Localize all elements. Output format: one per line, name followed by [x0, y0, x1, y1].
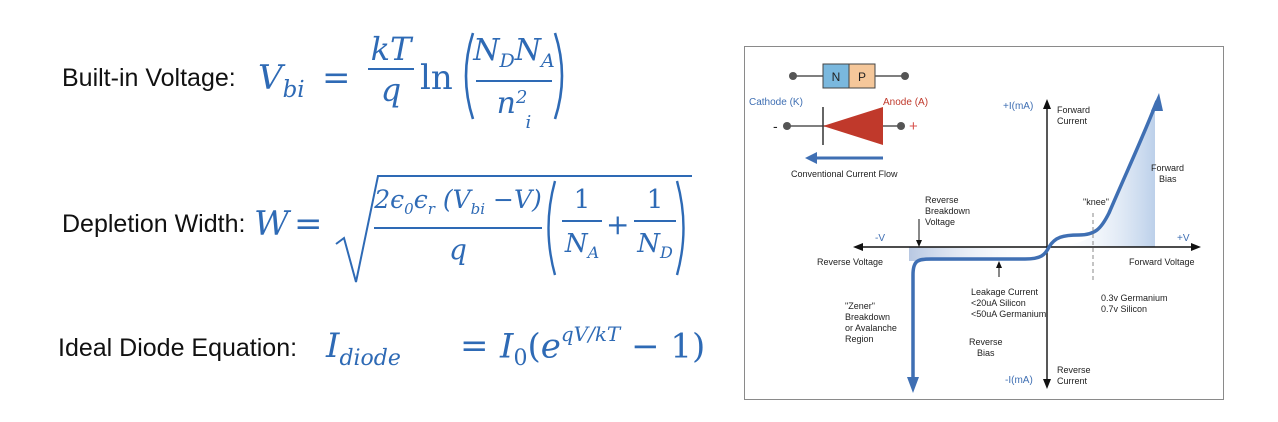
depletion-paren-left	[547, 180, 557, 276]
leakage-line3: <50uA Germanium	[971, 309, 1046, 319]
neg-v-label: -V	[875, 233, 885, 244]
forward-bias-line2: Bias	[1159, 174, 1177, 184]
reverse-current-line2: Current	[1057, 376, 1088, 386]
forward-bias-shading	[1049, 107, 1155, 247]
depletion-lhs: W	[254, 204, 289, 244]
anode-plus: +	[909, 118, 918, 135]
forward-current-line1: Forward	[1057, 105, 1090, 115]
builtin-kt-over-q: kT q	[368, 30, 414, 110]
depletion-paren-right	[675, 180, 685, 276]
reverse-breakdown-line1: Reverse	[925, 195, 959, 205]
current-flow-label: Conventional Current Flow	[791, 169, 898, 179]
reverse-voltage-label: Reverse Voltage	[817, 257, 883, 267]
forward-curve-arrow	[1151, 93, 1163, 111]
depletion-one-over-nd: 1 ND	[634, 180, 676, 275]
depletion-width-label: Depletion Width:	[62, 210, 246, 238]
depletion-equals: =	[294, 204, 323, 244]
reverse-bias-line1: Reverse	[969, 337, 1003, 347]
axes	[853, 99, 1201, 389]
knee-label: "knee"	[1083, 197, 1109, 207]
builtin-paren-right	[553, 32, 564, 120]
p-label: P	[858, 70, 866, 84]
depletion-plus: +	[606, 208, 630, 241]
anode-label: Anode (A)	[883, 97, 928, 108]
n-label: N	[832, 70, 841, 84]
reverse-current-line1: Reverse	[1057, 365, 1091, 375]
reverse-bias-line2: Bias	[977, 348, 995, 358]
builtin-equals: =	[322, 58, 351, 98]
diode-iv-diagram: N P Cathode (K) Anode (A) - + Convention…	[744, 46, 1224, 400]
ideal-rhs: I0((eeqV/kT − 1)	[500, 322, 706, 372]
silicon-label: 0.7v Silicon	[1101, 304, 1147, 314]
iv-curve	[911, 100, 1159, 385]
germanium-label: 0.3v Germanium	[1101, 293, 1168, 303]
sqrt-radical-icon	[335, 175, 692, 283]
reverse-breakdown-line2: Breakdown	[925, 206, 970, 216]
cathode-label: Cathode (K)	[749, 97, 803, 108]
diode-iv-svg: N P Cathode (K) Anode (A) - + Convention…	[749, 63, 1201, 393]
ideal-equals: =	[460, 326, 489, 366]
forward-current-line2: Current	[1057, 116, 1088, 126]
reverse-curve-arrow	[907, 377, 919, 393]
ideal-diode-label: Ideal Diode Equation:	[58, 334, 298, 362]
cathode-minus: -	[773, 118, 778, 134]
p-region	[848, 63, 876, 89]
minus-i-label: -I(mA)	[1005, 375, 1033, 386]
diode-symbol-icon: - +	[773, 107, 918, 145]
builtin-lhs: Vbi	[258, 58, 305, 103]
pos-v-label: +V	[1177, 233, 1190, 244]
builtin-inner-fraction: NDNA n 2 i	[473, 33, 555, 133]
depletion-main-fraction: 2ϵ0ϵr (Vbi −V) q	[374, 185, 542, 266]
builtin-paren-left	[464, 32, 475, 120]
leakage-line1: Leakage Current	[971, 287, 1039, 297]
forward-voltage-label: Forward Voltage	[1129, 257, 1195, 267]
zener-line3: or Avalanche	[845, 323, 897, 333]
depletion-one-over-na: 1 NA	[562, 180, 602, 275]
leakage-line2: <20uA Silicon	[971, 298, 1026, 308]
zener-line4: Region	[845, 334, 874, 344]
ideal-lhs: Idiode	[326, 326, 401, 371]
reverse-breakdown-line3: Voltage	[925, 217, 955, 227]
zener-line2: Breakdown	[845, 312, 890, 322]
builtin-ln: ln	[420, 58, 453, 98]
builtin-voltage-label: Built-in Voltage:	[62, 64, 236, 92]
forward-bias-line1: Forward	[1151, 163, 1184, 173]
plus-i-label: +I(mA)	[1003, 101, 1033, 112]
np-junction-symbol: N P	[789, 63, 909, 89]
current-flow-arrow-icon	[805, 152, 883, 164]
n-region	[822, 63, 850, 89]
zener-line1: "Zener"	[845, 301, 875, 311]
